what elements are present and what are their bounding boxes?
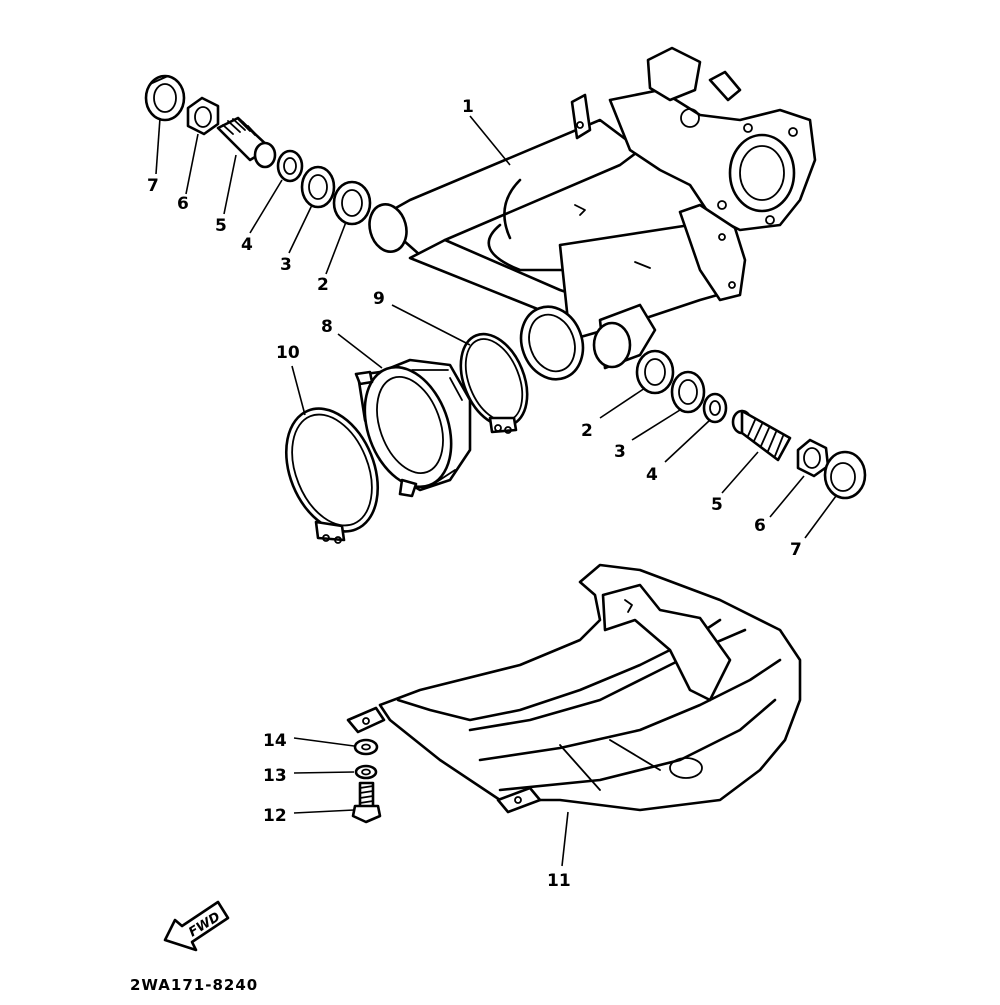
- part-label-3-right: 3: [614, 442, 626, 462]
- part-12-bolt: [351, 781, 382, 824]
- part-label-6-right: 6: [754, 516, 766, 536]
- part-label-1: 1: [462, 97, 474, 117]
- part-label-5-left: 5: [215, 216, 227, 236]
- part-label-7-left: 7: [147, 176, 159, 196]
- part-4-collar-right: [702, 392, 728, 424]
- part-1-leader: 1: [462, 97, 511, 166]
- part-label-10: 10: [276, 343, 300, 363]
- part-3-seal-right: [670, 370, 706, 414]
- part-2-bearing-left: [332, 180, 372, 226]
- fastener-leaders: 14 13 12: [263, 731, 355, 826]
- part-label-12: 12: [263, 806, 287, 826]
- part-label-11: 11: [547, 871, 571, 891]
- part-label-4-right: 4: [646, 465, 658, 485]
- part-11-leader: 11: [547, 811, 571, 891]
- part-label-5-right: 5: [711, 495, 723, 515]
- part-5-pivot-shaft-left: [216, 116, 277, 169]
- part-7-cap-left: [144, 74, 186, 122]
- right-leaders: 2 3 4 5 6 7: [581, 387, 837, 560]
- part-6-nut-right: [796, 438, 830, 478]
- part-label-14: 14: [263, 731, 287, 751]
- part-4-collar-left: [276, 149, 304, 183]
- part-11-guard: [346, 563, 802, 814]
- part-2-bearing-right: [635, 349, 675, 395]
- part-9-leader: 9: [373, 289, 471, 346]
- drawing-code: 2WA171-8240: [130, 976, 258, 994]
- part-7-cap-right: [823, 450, 867, 500]
- left-pivot-hardware: [144, 74, 372, 226]
- left-leaders: 7 6 5 4 3 2: [147, 117, 347, 295]
- part-label-9: 9: [373, 289, 385, 309]
- part-label-3-left: 3: [280, 255, 292, 275]
- part-8-boot: [354, 358, 472, 498]
- part-3-seal-left: [300, 165, 336, 209]
- part-label-2-right: 2: [581, 421, 593, 441]
- part-10-band: [284, 407, 380, 544]
- part-13-lock-washer: [354, 764, 378, 780]
- fwd-arrow-icon: FWD: [163, 900, 230, 952]
- part-14-washer: [353, 738, 379, 756]
- part-9-band: [459, 332, 529, 434]
- part-5-pivot-shaft-right: [731, 409, 792, 462]
- right-pivot-hardware: [635, 349, 867, 500]
- part-8-leader: 8: [321, 317, 383, 369]
- part-10-leader: 10: [276, 343, 306, 416]
- part-label-6-left: 6: [177, 194, 189, 214]
- part-label-7-right: 7: [790, 540, 802, 560]
- part-label-13: 13: [263, 766, 287, 786]
- part-label-4-left: 4: [241, 235, 253, 255]
- part-1-rear-arm: [368, 46, 817, 381]
- part-6-nut-left: [186, 96, 220, 136]
- part-label-2-left: 2: [317, 275, 329, 295]
- part-label-8: 8: [321, 317, 333, 337]
